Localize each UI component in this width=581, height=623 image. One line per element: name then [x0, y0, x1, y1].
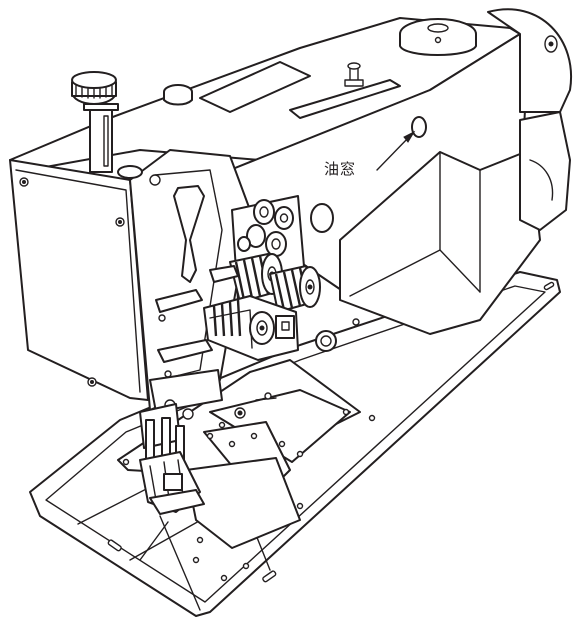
- pressure-adjust-knob: [71, 71, 119, 173]
- tension-knob-right: [269, 265, 321, 313]
- hand-wheel: [487, 8, 573, 231]
- top-thread-guide: [344, 62, 364, 87]
- needle-bar-assembly: [139, 369, 223, 515]
- arm-oil-cap: [117, 84, 193, 186]
- oil-window: [310, 116, 427, 233]
- oil-window-label: 油窓: [324, 160, 357, 178]
- leader-arrow: [376, 130, 416, 171]
- head-screws: [19, 177, 172, 387]
- bed-oil-cap: [315, 330, 337, 352]
- thread-controller-assembly: [203, 295, 299, 361]
- head-thread-guides: [155, 185, 239, 363]
- bobbin-winder: [399, 18, 477, 56]
